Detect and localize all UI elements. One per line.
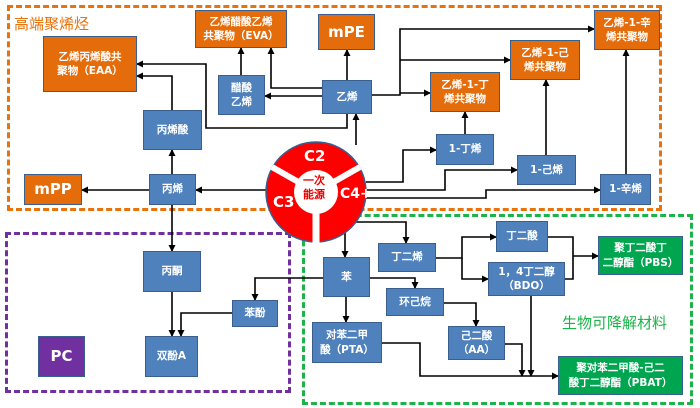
node-acetone: 丙酮 [143, 251, 201, 292]
node-pbs: 聚丁二酸丁 二醇酯（PBS） [598, 236, 683, 275]
node-pc: PC [38, 336, 85, 377]
ring-label-c2: C2 [304, 147, 326, 165]
arrow-cyclohexane-to-aa [444, 302, 480, 327]
region-label-biodegradable: 生物可降解材料 [562, 314, 668, 332]
arrow-ethylene-to-eva [267, 47, 322, 89]
node-butadiene: 丁二烯 [378, 243, 436, 272]
node-ethylene: 乙烯 [322, 80, 372, 114]
arrow-ethylene-to-eaa [136, 60, 348, 129]
node-ethylene-octene: 乙烯-1-辛 烯共聚物 [594, 10, 660, 50]
node-ethylene-butene: 乙烯-1-丁 烯共聚物 [430, 72, 500, 112]
pc-region [5, 232, 291, 393]
node-benzene: 苯 [323, 257, 370, 297]
node-butene: 1-丁烯 [436, 134, 494, 165]
node-octene: 1-辛烯 [600, 174, 651, 205]
arrow-c4-to-butene [366, 146, 437, 183]
primary-energy-label: 一次 能源 [303, 174, 325, 202]
arrow-c4-to-hexene [366, 166, 518, 191]
node-succinic-acid: 丁二酸 [496, 221, 548, 252]
node-propylene: 丙烯 [149, 174, 196, 205]
node-bdo: 1，4丁二醇 （BDO） [488, 262, 565, 296]
node-phenol: 苯酚 [232, 300, 278, 327]
arrow-benzene-to-phenol [251, 277, 323, 301]
node-acrylic-acid: 丙烯酸 [143, 110, 202, 150]
node-ethylene-hexene: 乙烯-1-己 烯共聚物 [510, 40, 580, 80]
node-aa: 己二酸 （AA） [448, 326, 505, 360]
arrow-ethylene-to-octene-copolymer [372, 25, 595, 96]
arrow-acrylic-acid-to-eaa [136, 72, 173, 110]
arrow-succinic-bdo-to-pbs [548, 236, 574, 280]
node-hexene: 1-己烯 [517, 155, 576, 185]
arrow-phenol-to-bpa [177, 312, 232, 337]
node-pta: 对苯二甲 酸（PTA） [312, 322, 382, 363]
arrow-benzene-to-cyclohexane [370, 277, 419, 289]
node-cyclohexane: 环己烷 [386, 288, 444, 316]
node-mpe: mPE [318, 14, 375, 50]
ring-label-c3: C3 [273, 193, 295, 211]
arrow-pta-to-pbat [382, 342, 559, 380]
node-mpp: mPP [24, 174, 82, 205]
node-vinyl-acetate: 醋酸 乙烯 [218, 75, 265, 115]
node-eaa: 乙烯丙烯酸共 聚物（EAA） [43, 36, 137, 92]
arrow-aa-to-pbat [505, 343, 526, 377]
region-label-high-end-polyolefin: 高端聚烯烃 [14, 15, 90, 33]
arrow-c4-to-octene [366, 186, 601, 199]
biodegradable-region [302, 214, 693, 405]
node-pbat: 聚对苯二甲酸-己二 酸丁二醇酯（PBAT） [558, 356, 683, 395]
node-bpa: 双酚A [145, 336, 198, 377]
arrow-butadiene-to-bdo [461, 258, 489, 283]
node-eva: 乙烯醋酸乙烯 共聚物（EVA） [195, 10, 287, 48]
arrow-butadiene-to-succinic-acid [436, 233, 497, 259]
ring-label-c4: C4+ [340, 186, 372, 202]
arrow-c4-to-butadiene [345, 221, 410, 244]
primary-energy-ring [265, 141, 367, 244]
